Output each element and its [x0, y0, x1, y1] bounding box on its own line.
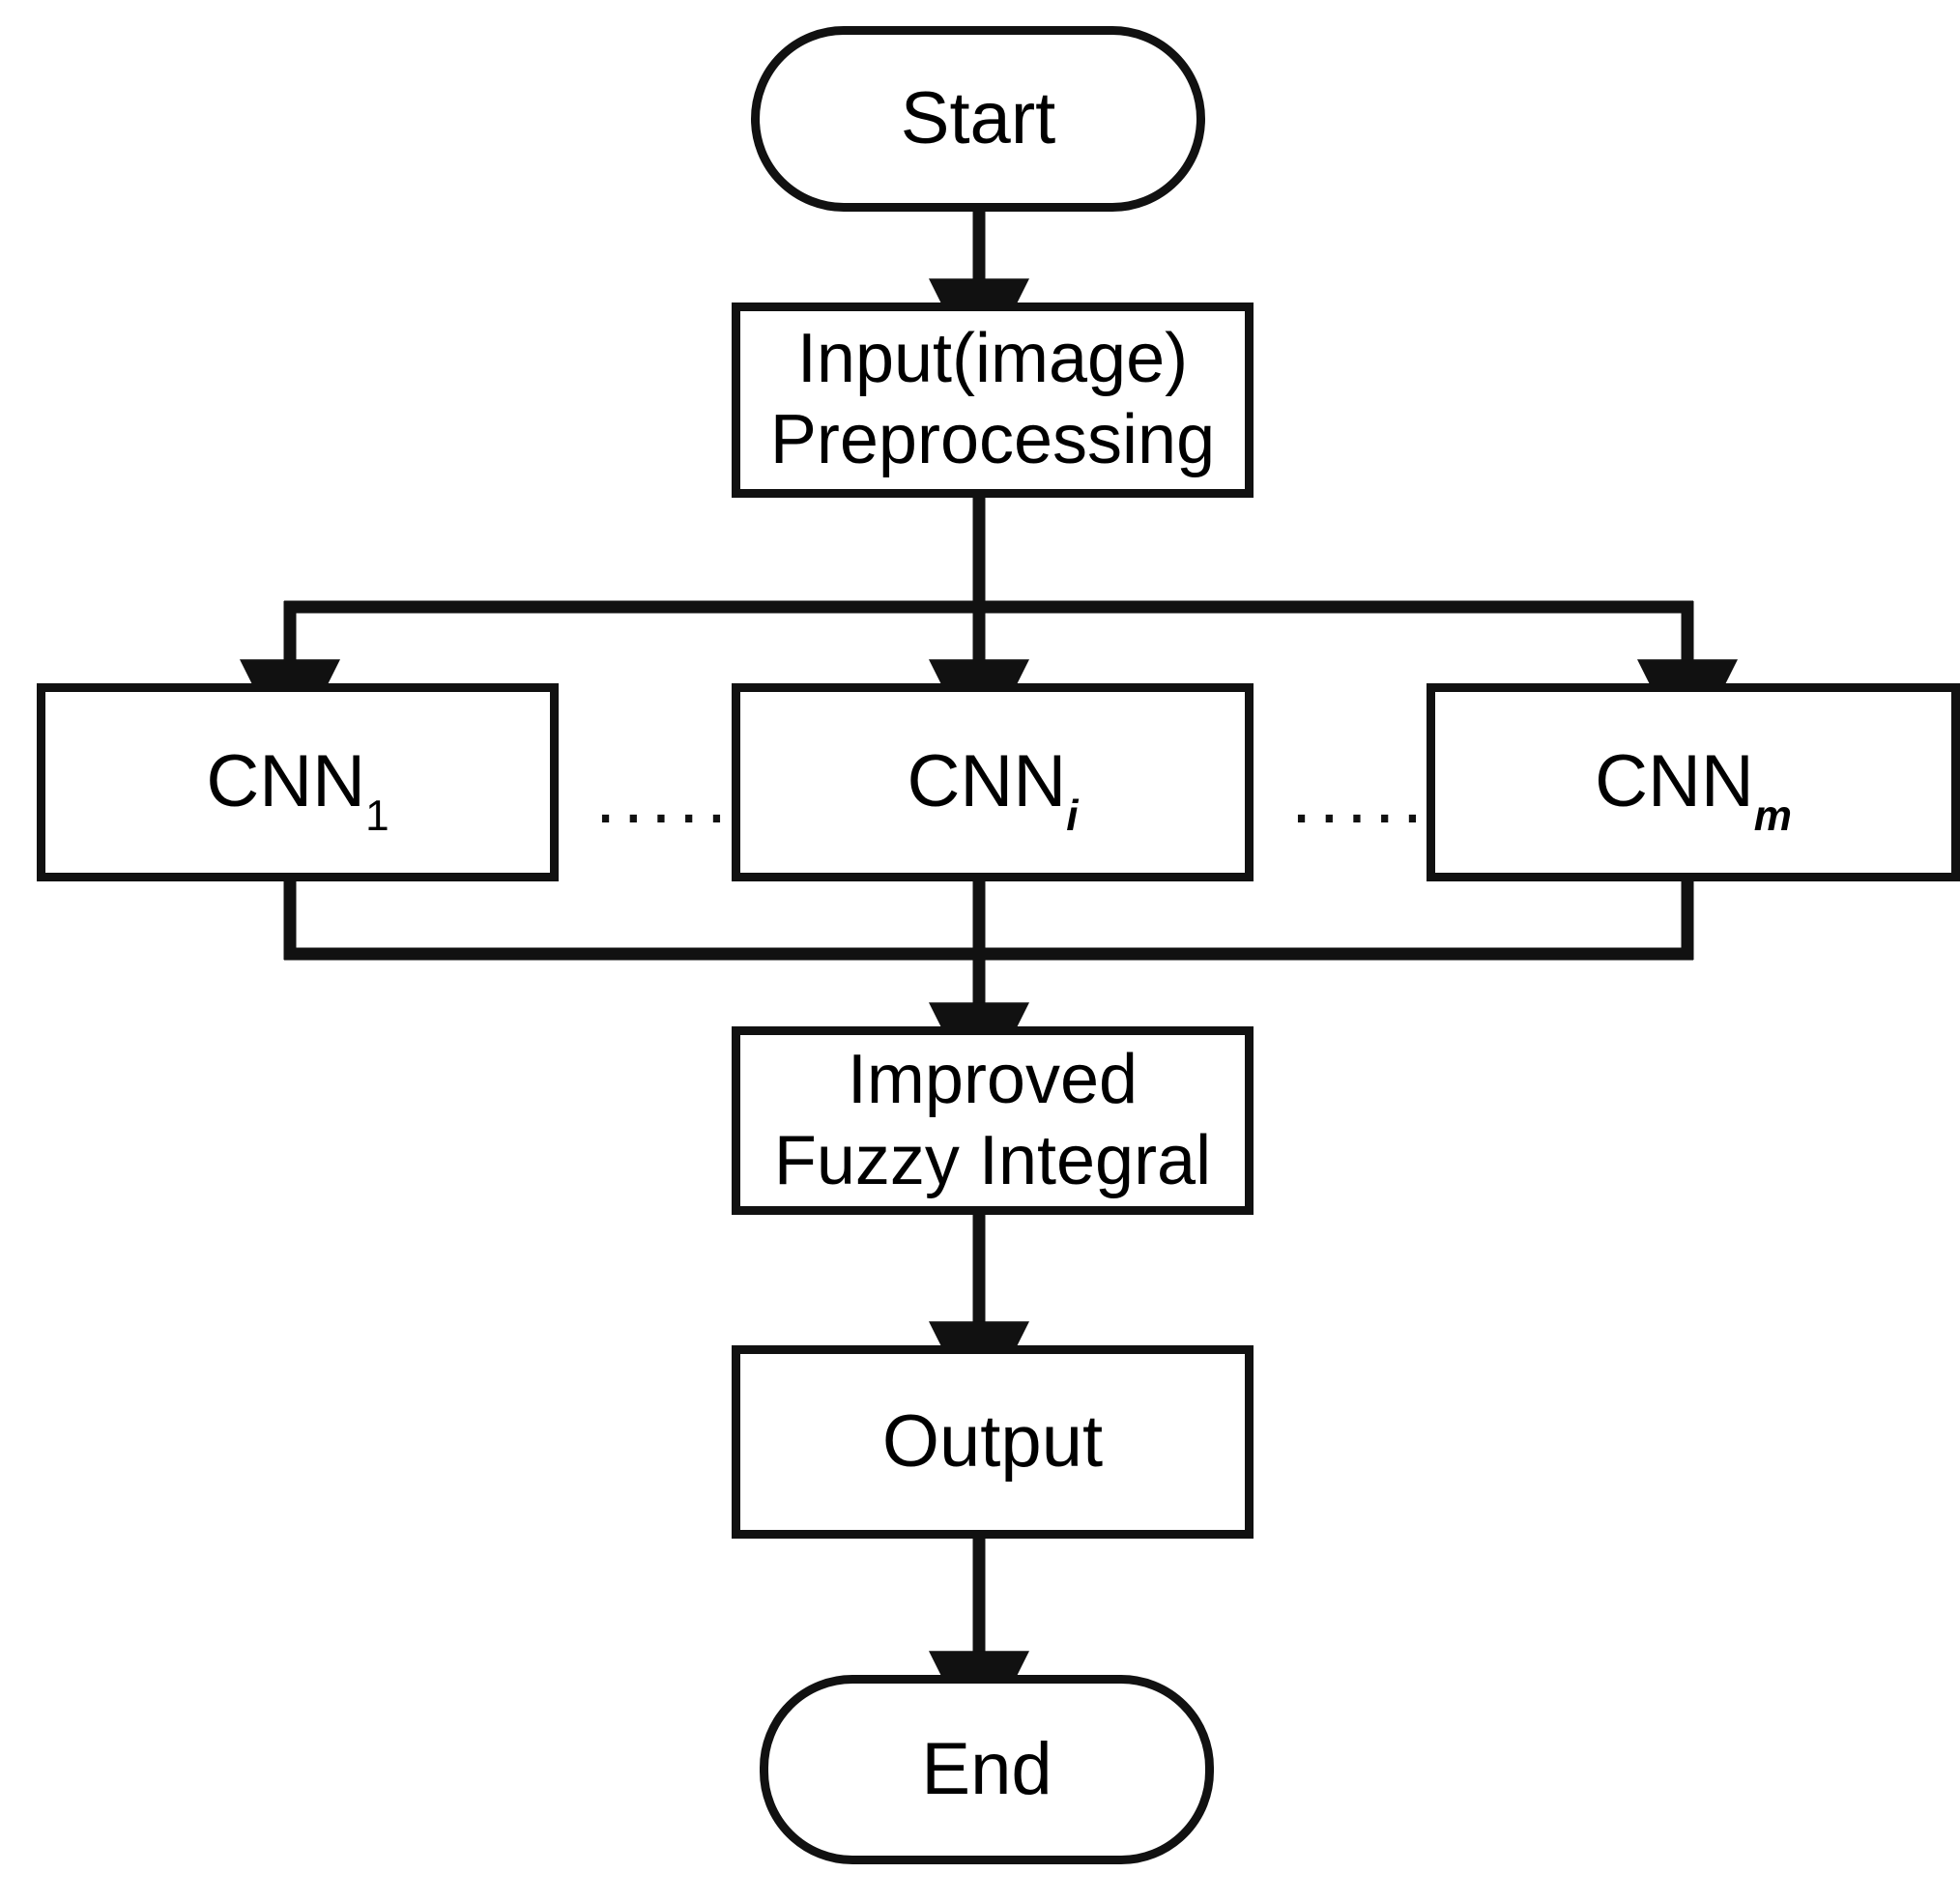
node-end-label: End [921, 1727, 1052, 1810]
node-cnn-i-label: CNNi [902, 739, 1084, 838]
node-output-label: Output [881, 1399, 1104, 1483]
node-output[interactable]: Output [732, 1345, 1254, 1539]
node-input-preprocessing-label: Input(image) Preprocessing [769, 320, 1216, 478]
node-cnn-m[interactable]: CNNm [1427, 683, 1960, 881]
node-start-label: Start [900, 76, 1056, 159]
node-cnn-i-subscript: i [1066, 792, 1079, 841]
node-cnn-1-base: CNN [206, 740, 366, 823]
node-cnn-1-label: CNN1 [200, 739, 394, 838]
node-cnn-1-subscript: 1 [365, 792, 389, 841]
node-start[interactable]: Start [751, 26, 1205, 212]
node-cnn-i[interactable]: CNNi [732, 683, 1254, 881]
node-improved-fuzzy-integral[interactable]: Improved Fuzzy Integral [732, 1026, 1254, 1215]
ellipsis-between-cnni-and-cnnm: ..... [1291, 757, 1430, 839]
node-cnn-m-base: CNN [1595, 740, 1754, 823]
node-end[interactable]: End [760, 1675, 1214, 1864]
node-improved-fuzzy-integral-label: Improved Fuzzy Integral [773, 1040, 1212, 1199]
node-cnn-m-label: CNNm [1589, 739, 1798, 838]
node-cnn-i-base: CNN [907, 740, 1067, 823]
ellipsis-between-cnn1-and-cnni: ..... [595, 757, 735, 839]
node-input-preprocessing[interactable]: Input(image) Preprocessing [732, 303, 1254, 498]
node-cnn-1[interactable]: CNN1 [37, 683, 559, 881]
node-cnn-m-subscript: m [1753, 792, 1792, 841]
